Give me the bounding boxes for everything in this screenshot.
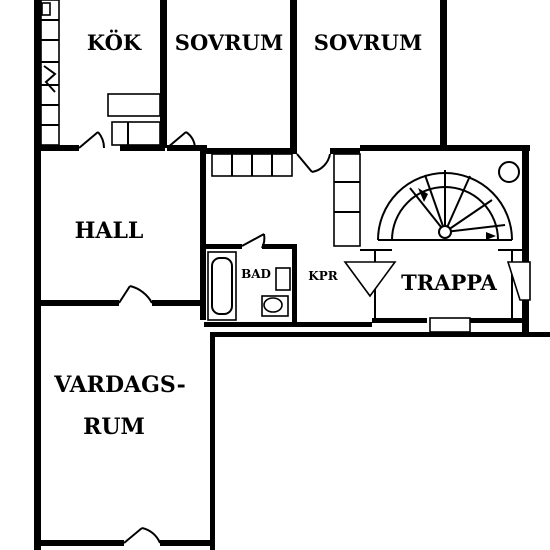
bathtub [207, 251, 237, 321]
kitchen-counter [40, 0, 161, 146]
toilet [261, 295, 289, 317]
bedroom-2-door [296, 153, 331, 173]
kitchen-door [78, 131, 106, 149]
room-label-bad: BAD [241, 267, 271, 281]
room-label-kpr: KPR [308, 269, 338, 283]
stair-bottom-door [429, 317, 471, 333]
bedroom-1-door [166, 131, 196, 149]
room-label-vardagsrum-line1: VARDAGS- [53, 372, 185, 398]
wardrobe-row [211, 153, 293, 177]
sink [275, 267, 291, 291]
stair-landing-right [506, 261, 531, 301]
storage-closets [333, 153, 361, 247]
living-room-bottom-door [123, 527, 161, 544]
stair-landing-left [343, 261, 397, 298]
room-label-kok: KÖK [87, 30, 142, 55]
bathroom-door [241, 233, 266, 249]
living-room-door [118, 285, 153, 304]
room-label-trappa: TRAPPA [401, 270, 497, 295]
spiral-staircase [360, 161, 522, 318]
room-label-vardagsrum-line2: RUM [83, 414, 145, 440]
room-label-sovrum-1: SOVRUM [175, 30, 283, 55]
walls [34, 0, 550, 550]
room-label-hall: HALL [75, 218, 144, 244]
room-label-sovrum-2: SOVRUM [314, 30, 422, 55]
